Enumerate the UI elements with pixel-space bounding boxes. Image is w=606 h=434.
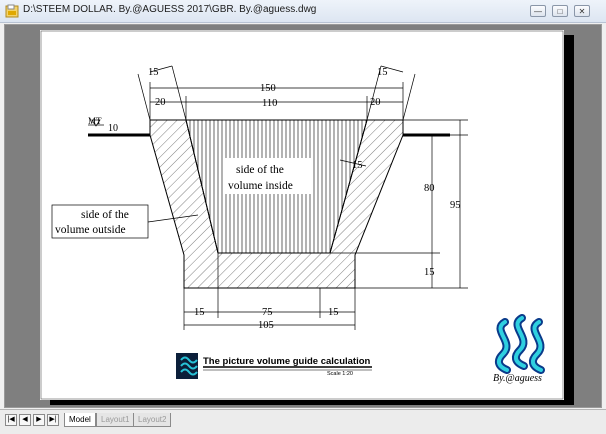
title-block-scale: Scale 1:20 (327, 371, 353, 377)
prev-icon: ◀ (22, 416, 28, 423)
restore-icon: □ (557, 7, 563, 16)
outside-label-leader (147, 214, 199, 223)
window-title: D:\STEEM DOLLAR. By.@AGUESS 2017\GBR. By… (23, 4, 317, 15)
dim-20-right: 20 (370, 97, 381, 108)
tab-model[interactable]: Model (64, 413, 96, 427)
dim-20-left: 20 (155, 97, 166, 108)
inside-label-line2: volume inside (228, 180, 293, 192)
maximize-button[interactable]: □ (552, 5, 568, 17)
dim-105: 105 (258, 320, 274, 331)
dwg-file-icon (5, 4, 19, 18)
dim-bottom-15-right: 15 (328, 307, 339, 318)
dim-95: 95 (450, 200, 461, 211)
title-block: The picture volume guide calculation Sca… (176, 353, 372, 379)
dim-80: 80 (424, 183, 435, 194)
close-button[interactable]: ✕ (574, 5, 590, 17)
next-tab-button[interactable]: ▶ (33, 414, 45, 426)
first-icon: |◀ (7, 416, 15, 423)
mt-marker: MT 10 (88, 116, 118, 134)
last-tab-button[interactable]: ▶| (47, 414, 59, 426)
dim-top-right-slant: 15 (377, 67, 388, 78)
viewport-frame[interactable] (40, 30, 564, 400)
dim-bottom-15-left: 15 (194, 307, 205, 318)
dim-top-left-slant: 15 (148, 67, 159, 78)
mt-dim-text: 10 (108, 123, 118, 134)
title-bar: D:\STEEM DOLLAR. By.@AGUESS 2017\GBR. By… (0, 0, 606, 23)
layout-tab-bar: |◀ ◀ ▶ ▶| Model Layout1 Layout2 (0, 409, 606, 434)
dim-110: 110 (262, 98, 277, 109)
right-dimensions (330, 119, 468, 289)
last-icon: ▶| (49, 416, 57, 423)
outside-label-line1: side of the (81, 209, 129, 221)
dim-75: 75 (262, 307, 273, 318)
title-block-title: The picture volume guide calculation (203, 356, 371, 367)
dim-side-slope: 15 (352, 160, 363, 171)
steem-logo-large-icon (494, 314, 545, 374)
next-icon: ▶ (36, 416, 42, 423)
minimize-icon: — (534, 7, 542, 16)
tab-layout2[interactable]: Layout2 (133, 413, 172, 427)
first-tab-button[interactable]: |◀ (5, 414, 17, 426)
mt-label: MT (88, 116, 102, 126)
bottom-dimensions (183, 253, 356, 330)
dim-150: 150 (260, 83, 276, 94)
dim-15-right: 15 (424, 267, 435, 278)
minimize-button[interactable]: — (530, 5, 546, 17)
close-icon: ✕ (578, 7, 586, 16)
tab-layout1[interactable]: Layout1 (96, 413, 135, 427)
outside-label-line2: volume outside (55, 224, 126, 236)
outside-label-box (51, 204, 149, 239)
prev-tab-button[interactable]: ◀ (19, 414, 31, 426)
inside-label-box (225, 158, 311, 194)
signature-text: By.@aguess (493, 373, 542, 384)
top-dimensions (137, 65, 416, 167)
steem-logo-icon (180, 356, 198, 364)
inside-label-line1: side of the (236, 164, 284, 176)
